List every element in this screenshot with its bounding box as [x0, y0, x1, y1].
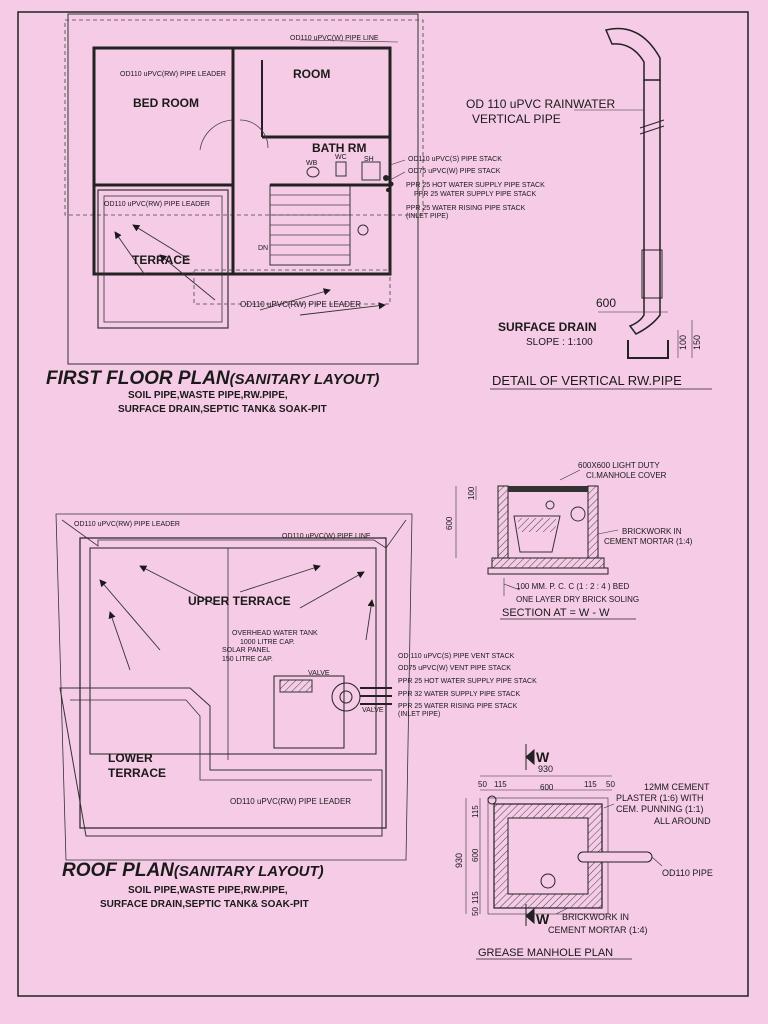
rw-pipe-label-2: VERTICAL PIPE: [472, 112, 561, 126]
ff-label-rising-stack: PPR 25 WATER RISING PIPE STACK: [406, 205, 526, 212]
gm-dim-600-top: 600: [540, 783, 554, 792]
roof-lower-terrace-2: TERRACE: [108, 766, 166, 780]
ff-fixture-sh: SH: [364, 156, 374, 163]
gm-dim-50-l: 50: [478, 780, 487, 789]
ff-subtitle-1: SOIL PIPE,WASTE PIPE,RW.PIPE,: [128, 390, 288, 401]
rw-dim-600: 600: [596, 296, 616, 310]
gm-dim-115-l: 115: [494, 780, 507, 789]
sheet-border: [17, 11, 749, 997]
ff-label-w-pipe-line: OD110 uPVC(W) PIPE LINE: [290, 35, 379, 42]
ff-label-w-stack: OD75 uPVC(W) PIPE STACK: [408, 168, 501, 175]
sec-cover-2: CI.MANHOLE COVER: [586, 471, 667, 480]
sec-brick-1: BRICKWORK IN: [622, 527, 682, 536]
rw-dim-100: 100: [678, 335, 688, 350]
ff-room-room: ROOM: [293, 67, 330, 81]
manhole-section: 600X600 LIGHT DUTY CI.MANHOLE COVER BRIC…: [445, 461, 693, 620]
grease-manhole-plan: W W 930 50 115 600 115 50 930 115 600 11…: [454, 744, 713, 960]
roof-plan: UPPER TERRACE LOWER TERRACE OVERHEAD WAT…: [55, 513, 537, 910]
rw-pipe-detail: OD 110 uPVC RAINWATER VERTICAL PIPE 600 …: [466, 27, 712, 390]
first-floor-plan: BED ROOM ROOM BATH RM TERRACE WB WC SH D…: [46, 13, 545, 415]
ff-room-bed-room: BED ROOM: [133, 96, 199, 110]
sec-soling: ONE LAYER DRY BRICK SOLING: [516, 595, 639, 604]
roof-label-inlet: (INLET PIPE): [398, 711, 440, 718]
ff-room-terrace: TERRACE: [132, 253, 190, 267]
ff-label-s-stack: OD110 uPVC(S) PIPE STACK: [408, 156, 502, 163]
rw-slope: SLOPE : 1:100: [526, 337, 593, 348]
sec-cover-1: 600X600 LIGHT DUTY: [578, 461, 660, 470]
gm-brick-1: BRICKWORK IN: [562, 912, 629, 922]
roof-tank-1: OVERHEAD WATER TANK: [232, 630, 318, 637]
roof-label-hot-stack: PPR 25 HOT WATER SUPPLY PIPE STACK: [398, 678, 537, 685]
ff-fixture-wb: WB: [306, 160, 318, 167]
roof-title: ROOF PLAN(SANITARY LAYOUT): [62, 860, 324, 881]
roof-solar-1: SOLAR PANEL: [222, 647, 270, 654]
rw-drain-label: SURFACE DRAIN: [498, 320, 597, 334]
gm-dim-115-r: 115: [584, 780, 597, 789]
sec-dim-100: 100: [467, 486, 476, 500]
ff-label-inlet: (INLET PIPE): [406, 213, 448, 220]
gm-dim-50-v: 50: [471, 907, 480, 916]
gm-w-mark-bottom: W: [536, 911, 550, 927]
gm-dim-600-v: 600: [471, 848, 480, 862]
ff-fixture-wc: WC: [335, 154, 347, 161]
roof-valve-1: VALVE: [308, 670, 330, 677]
ff-label-rw-leader-top: OD110 uPVC(RW) PIPE LEADER: [120, 71, 226, 78]
roof-subtitle-1: SOIL PIPE,WASTE PIPE,RW.PIPE,: [128, 885, 288, 896]
ff-label-rw-leader-bottom: OD110 uPVC(RW) PIPE LEADER: [240, 300, 361, 309]
roof-label-w-vent: OD75 uPVC(W) VENT PIPE STACK: [398, 665, 511, 672]
rw-detail-title: DETAIL OF VERTICAL RW.PIPE: [492, 373, 682, 388]
roof-label-rising-stack: PPR 25 WATER RISING PIPE STACK: [398, 703, 518, 710]
roof-label-rw-leader-top: OD110 uPVC(RW) PIPE LEADER: [74, 521, 180, 528]
sec-title: SECTION AT = W - W: [502, 607, 610, 619]
gm-dim-930-top: 930: [538, 764, 553, 774]
roof-subtitle-2: SURFACE DRAIN,SEPTIC TANK& SOAK-PIT: [100, 899, 309, 910]
gm-plaster-4: ALL AROUND: [654, 816, 711, 826]
roof-lower-terrace-1: LOWER: [108, 751, 153, 765]
ff-title: FIRST FLOOR PLAN(SANITARY LAYOUT): [46, 368, 379, 389]
gm-w-mark-top: W: [536, 749, 550, 765]
roof-label-rw-leader-bottom: OD110 uPVC(RW) PIPE LEADER: [230, 797, 351, 806]
ff-fixture-dn: DN: [258, 245, 268, 252]
gm-dim-930-left: 930: [454, 853, 464, 868]
roof-solar-2: 150 LITRE CAP.: [222, 656, 273, 663]
rw-pipe-label-1: OD 110 uPVC RAINWATER: [466, 97, 615, 111]
sec-brick-2: CEMENT MORTAR (1:4): [604, 537, 693, 546]
gm-plaster-1: 12MM CEMENT: [644, 782, 710, 792]
gm-pipe: OD110 PIPE: [662, 868, 713, 878]
ff-label-hot-stack: PPR 25 HOT WATER SUPPLY PIPE STACK: [406, 182, 545, 189]
gm-title: GREASE MANHOLE PLAN: [478, 947, 613, 959]
roof-valve-2: VALVE: [362, 707, 384, 714]
ff-label-rw-leader-mid: OD110 uPVC(RW) PIPE LEADER: [104, 201, 210, 208]
gm-brick-2: CEMENT MORTAR (1:4): [548, 925, 648, 935]
gm-dim-115-v1: 115: [471, 805, 480, 818]
roof-label-w-pipe-line: OD110 uPVC(W) PIPE LINE: [282, 533, 371, 540]
roof-upper-terrace: UPPER TERRACE: [188, 594, 291, 608]
ff-subtitle-2: SURFACE DRAIN,SEPTIC TANK& SOAK-PIT: [118, 404, 327, 415]
roof-tank-2: 1000 LITRE CAP.: [240, 639, 295, 646]
roof-label-supply-stack: PPR 32 WATER SUPPLY PIPE STACK: [398, 691, 520, 698]
sec-pcc: 100 MM. P. C. C (1 : 2 : 4 ) BED: [516, 582, 629, 591]
rw-dim-150: 150: [692, 335, 702, 350]
gm-dim-115-v2: 115: [471, 891, 480, 904]
gm-dim-50-r: 50: [606, 780, 615, 789]
ff-label-supply-stack: PPR 25 WATER SUPPLY PIPE STACK: [414, 191, 536, 198]
gm-plaster-2: PLASTER (1:6) WITH: [616, 793, 704, 803]
ff-room-bath: BATH RM: [312, 141, 366, 155]
roof-label-s-vent: OD 110 uPVC(S) PIPE VENT STACK: [398, 653, 515, 660]
sec-dim-600: 600: [445, 516, 454, 530]
gm-plaster-3: CEM. PUNNING (1:1): [616, 804, 704, 814]
